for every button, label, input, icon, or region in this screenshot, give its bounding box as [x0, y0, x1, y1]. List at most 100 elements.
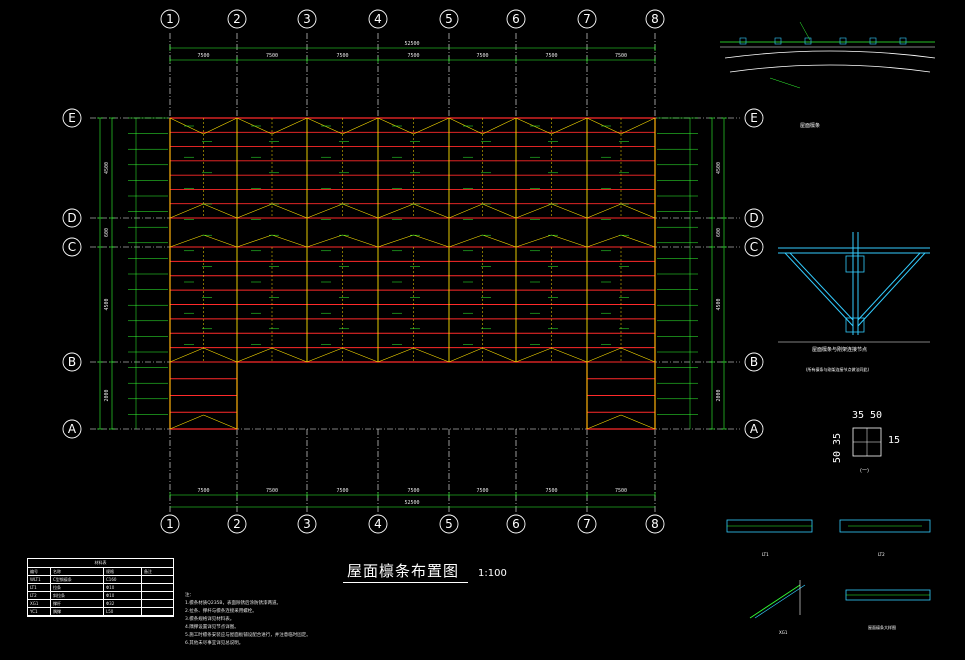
diagonal-brace [306, 347, 343, 363]
dimension-text: 7500 [197, 488, 209, 494]
axis-label-y: E [750, 111, 758, 125]
bracing [169, 117, 656, 430]
header-cell: 备注 [144, 569, 152, 574]
roof-arc [724, 50, 936, 59]
axis-bubble-x [227, 9, 247, 29]
diagonal-brace [306, 234, 343, 248]
note-line: 6.其他未尽事宜详见总说明。 [185, 641, 244, 646]
diagonal-brace [620, 117, 656, 135]
diagonal-brace [551, 203, 588, 219]
material-table-cell: 撑杆 [51, 600, 104, 607]
material-table-cell [142, 576, 173, 583]
diagonal-brace [169, 414, 204, 430]
detail-xg1-line [749, 584, 801, 619]
roof-outline [169, 117, 656, 430]
diagonal-brace [448, 347, 483, 363]
diagonal-brace [203, 234, 238, 248]
note-line: 1.檩条材质Q235B，表面除锈后涂防锈漆两道。 [185, 601, 282, 606]
dimension-text: 7500 [545, 53, 557, 59]
material-table-cell: Φ10 [104, 584, 142, 591]
axis-label-y: A [750, 422, 759, 436]
detail-2-label: 屋面檩条与刚架连接节点 [812, 347, 868, 353]
purlin-section [899, 37, 907, 45]
title-underline [343, 582, 468, 583]
material-table-header: 编号 名称 规格 备注 [28, 568, 173, 576]
axis-bubble-x [506, 9, 526, 29]
detail-3-label: (一) [860, 468, 869, 474]
material-table-cell: 拉条 [51, 584, 104, 591]
axis-bubble-x [439, 9, 459, 29]
note-line: 3.檩条规格详见材料表。 [185, 617, 235, 622]
material-table-cell: YC1 [28, 608, 51, 615]
axis-bubble-x [368, 9, 388, 29]
axis-bubble-x [160, 514, 180, 534]
diagonal-brace [271, 347, 308, 363]
diagonal-brace [236, 203, 273, 219]
diagonal-brace [342, 203, 379, 219]
material-table-cell [142, 608, 173, 615]
diagonal-brace [620, 234, 656, 248]
axis-label-y: C [750, 240, 758, 254]
dimension-text: 7500 [266, 53, 278, 59]
diagonal-brace [620, 414, 656, 430]
dimension-text: 7500 [545, 488, 557, 494]
purlin-section [774, 37, 782, 45]
header-cell: 规格 [104, 568, 142, 575]
axis-label-x: 6 [512, 517, 520, 531]
diagonal-brace [448, 234, 483, 248]
axis-label-y: A [68, 422, 77, 436]
general-notes: 注： 1.檩条材质Q235B，表面除锈后涂防锈漆两道。 2.拉条、撑杆与檩条连接… [185, 592, 335, 648]
axis-bubble-y [62, 419, 82, 439]
axis-bubble-x [506, 514, 526, 534]
dimension-text: 7500 [476, 53, 488, 59]
diagonal-brace [586, 347, 622, 363]
material-table-cell [142, 600, 173, 607]
axis-bubble-x [577, 514, 597, 534]
axis-label-x: 2 [233, 517, 241, 531]
plate-dimension: 50 35 [832, 433, 843, 463]
diagonal-brace [551, 117, 588, 135]
diagonal-brace [342, 234, 379, 248]
diagonal-brace [413, 203, 450, 219]
dimension-text: 4500 [716, 162, 722, 174]
diagonal-brace [482, 234, 517, 248]
diagonal-brace [169, 234, 204, 248]
axis-label-x: 1 [166, 12, 174, 26]
purlin-section [839, 37, 847, 45]
diagonal-brace [413, 234, 450, 248]
axis-bubble-x [439, 514, 459, 534]
axis-bubble-x [297, 514, 317, 534]
material-table-cell: L50 [104, 608, 142, 615]
dimension-text: 7500 [336, 488, 348, 494]
axis-label-y: B [750, 355, 758, 369]
axis-bubble-x [227, 514, 247, 534]
dimension-text: 52500 [404, 41, 419, 47]
axis-bubble-x [645, 514, 665, 534]
note-line: 2.拉条、撑杆与檩条连接采用螺栓。 [185, 609, 257, 614]
diagonal-brace [377, 203, 414, 219]
material-table-title: 材料表 [28, 559, 173, 568]
material-table-cell: Φ10 [104, 592, 142, 599]
material-table-cell: 斜拉条 [51, 592, 104, 599]
material-table-cell: LT2 [28, 592, 51, 599]
axis-bubble-x [368, 514, 388, 534]
axis-bubble-y [744, 237, 764, 257]
purlin-section [804, 37, 812, 45]
axis-label-x: 8 [651, 12, 659, 26]
axis-bubble-x [297, 9, 317, 29]
purlin-tags [184, 125, 629, 345]
axis-label-x: 5 [445, 517, 453, 531]
diagonal-brace [551, 234, 588, 248]
dimension-text: 7500 [336, 53, 348, 59]
material-table-cell: WLT1 [28, 576, 51, 583]
plate-dimension: 15 [888, 435, 900, 446]
axis-label-x: 5 [445, 12, 453, 26]
axis-label-y: E [68, 111, 76, 125]
diagonal-brace [448, 203, 483, 219]
